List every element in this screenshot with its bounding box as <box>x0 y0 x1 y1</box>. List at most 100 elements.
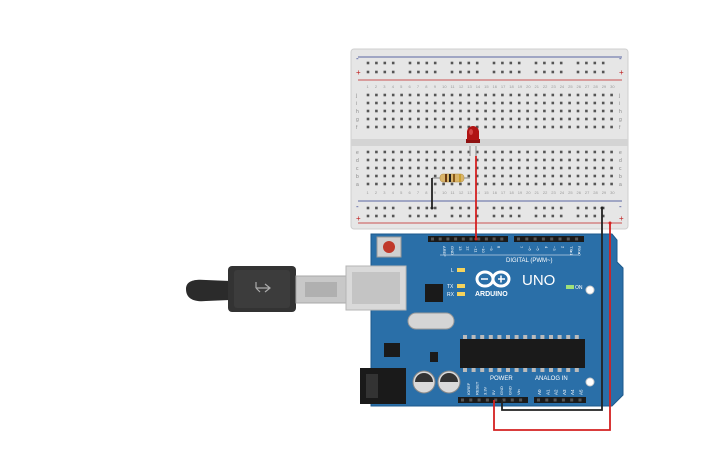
breadboard-hole[interactable] <box>475 174 479 178</box>
breadboard-hole[interactable] <box>475 125 479 129</box>
rail-hole[interactable] <box>391 214 395 218</box>
breadboard-hole[interactable] <box>517 101 521 105</box>
rail-hole[interactable] <box>459 206 462 210</box>
breadboard-hole[interactable] <box>593 174 597 178</box>
breadboard-hole[interactable] <box>450 93 454 97</box>
breadboard-hole[interactable] <box>375 158 378 162</box>
breadboard-hole[interactable] <box>484 182 487 186</box>
breadboard-hole[interactable] <box>366 158 370 162</box>
rail-hole[interactable] <box>543 214 546 218</box>
breadboard-hole[interactable] <box>585 166 588 170</box>
breadboard-hole[interactable] <box>551 117 555 121</box>
breadboard-hole[interactable] <box>408 158 412 162</box>
breadboard-hole[interactable] <box>551 182 555 186</box>
header-pin[interactable] <box>446 237 450 241</box>
rail-hole[interactable] <box>366 214 370 218</box>
breadboard-hole[interactable] <box>551 158 555 162</box>
breadboard-hole[interactable] <box>400 174 403 178</box>
breadboard-hole[interactable] <box>366 109 370 113</box>
digital-header-right[interactable] <box>514 236 584 242</box>
breadboard-hole[interactable] <box>475 150 479 154</box>
breadboard-hole[interactable] <box>568 117 571 121</box>
header-pin[interactable] <box>494 398 498 402</box>
breadboard-hole[interactable] <box>366 125 370 129</box>
header-pin[interactable] <box>431 237 434 241</box>
breadboard-hole[interactable] <box>459 182 462 186</box>
rail-hole[interactable] <box>593 61 597 65</box>
breadboard-hole[interactable] <box>576 125 580 129</box>
breadboard-hole[interactable] <box>400 109 403 113</box>
terminal-strip-bottom[interactable] <box>366 150 613 186</box>
breadboard-hole[interactable] <box>391 182 395 186</box>
header-pin[interactable] <box>533 237 537 241</box>
breadboard-hole[interactable] <box>459 109 462 113</box>
breadboard-hole[interactable] <box>400 158 403 162</box>
header-pin[interactable] <box>469 237 473 241</box>
rail-hole[interactable] <box>433 70 437 74</box>
breadboard-hole[interactable] <box>585 182 588 186</box>
breadboard-hole[interactable] <box>425 109 429 113</box>
breadboard-hole[interactable] <box>543 109 546 113</box>
breadboard-hole[interactable] <box>509 182 513 186</box>
rail-hole[interactable] <box>509 61 513 65</box>
breadboard-hole[interactable] <box>433 125 437 129</box>
rail-hole[interactable] <box>425 70 429 74</box>
rail-hole[interactable] <box>517 206 521 210</box>
breadboard-hole[interactable] <box>610 150 613 154</box>
rail-hole[interactable] <box>517 61 521 65</box>
rail-hole[interactable] <box>576 70 580 74</box>
breadboard-hole[interactable] <box>585 109 588 113</box>
breadboard-hole[interactable] <box>467 125 471 129</box>
rail-hole[interactable] <box>543 61 546 65</box>
breadboard-hole[interactable] <box>467 93 471 97</box>
breadboard-hole[interactable] <box>509 125 513 129</box>
header-pin[interactable] <box>566 237 570 241</box>
breadboard-hole[interactable] <box>543 182 546 186</box>
rail-hole[interactable] <box>551 61 555 65</box>
breadboard-hole[interactable] <box>442 117 445 121</box>
breadboard-hole[interactable] <box>585 101 588 105</box>
breadboard-hole[interactable] <box>492 158 496 162</box>
rail-hole[interactable] <box>501 206 504 210</box>
breadboard-hole[interactable] <box>601 117 605 121</box>
rail-hole[interactable] <box>450 61 454 65</box>
breadboard-hole[interactable] <box>484 109 487 113</box>
breadboard-hole[interactable] <box>593 93 597 97</box>
breadboard-hole[interactable] <box>450 117 454 121</box>
breadboard-hole[interactable] <box>601 174 605 178</box>
breadboard-hole[interactable] <box>383 93 387 97</box>
breadboard-hole[interactable] <box>610 109 613 113</box>
breadboard-hole[interactable] <box>526 125 529 129</box>
breadboard-hole[interactable] <box>543 174 546 178</box>
breadboard-hole[interactable] <box>467 117 471 121</box>
breadboard-hole[interactable] <box>509 109 513 113</box>
header-pin[interactable] <box>541 237 545 241</box>
rail-hole[interactable] <box>450 70 454 74</box>
breadboard-hole[interactable] <box>576 182 580 186</box>
breadboard-hole[interactable] <box>551 125 555 129</box>
rail-hole[interactable] <box>551 206 555 210</box>
breadboard-hole[interactable] <box>610 166 613 170</box>
header-pin[interactable] <box>575 237 579 241</box>
breadboard-hole[interactable] <box>391 93 395 97</box>
breadboard-hole[interactable] <box>484 101 487 105</box>
breadboard-hole[interactable] <box>576 101 580 105</box>
rail-hole[interactable] <box>534 206 538 210</box>
breadboard-hole[interactable] <box>484 93 487 97</box>
breadboard-hole[interactable] <box>534 182 538 186</box>
breadboard-hole[interactable] <box>408 174 412 178</box>
rail-hole[interactable] <box>559 70 563 74</box>
breadboard-hole[interactable] <box>492 125 496 129</box>
breadboard-hole[interactable] <box>509 158 513 162</box>
breadboard-hole[interactable] <box>442 182 445 186</box>
header-pin[interactable] <box>510 398 514 402</box>
breadboard-hole[interactable] <box>610 101 613 105</box>
rail-hole[interactable] <box>501 70 504 74</box>
rail-hole[interactable] <box>576 206 580 210</box>
breadboard-hole[interactable] <box>400 182 403 186</box>
rail-hole[interactable] <box>459 214 462 218</box>
breadboard-hole[interactable] <box>601 150 605 154</box>
breadboard-hole[interactable] <box>543 125 546 129</box>
breadboard-hole[interactable] <box>417 158 420 162</box>
breadboard-hole[interactable] <box>375 150 378 154</box>
